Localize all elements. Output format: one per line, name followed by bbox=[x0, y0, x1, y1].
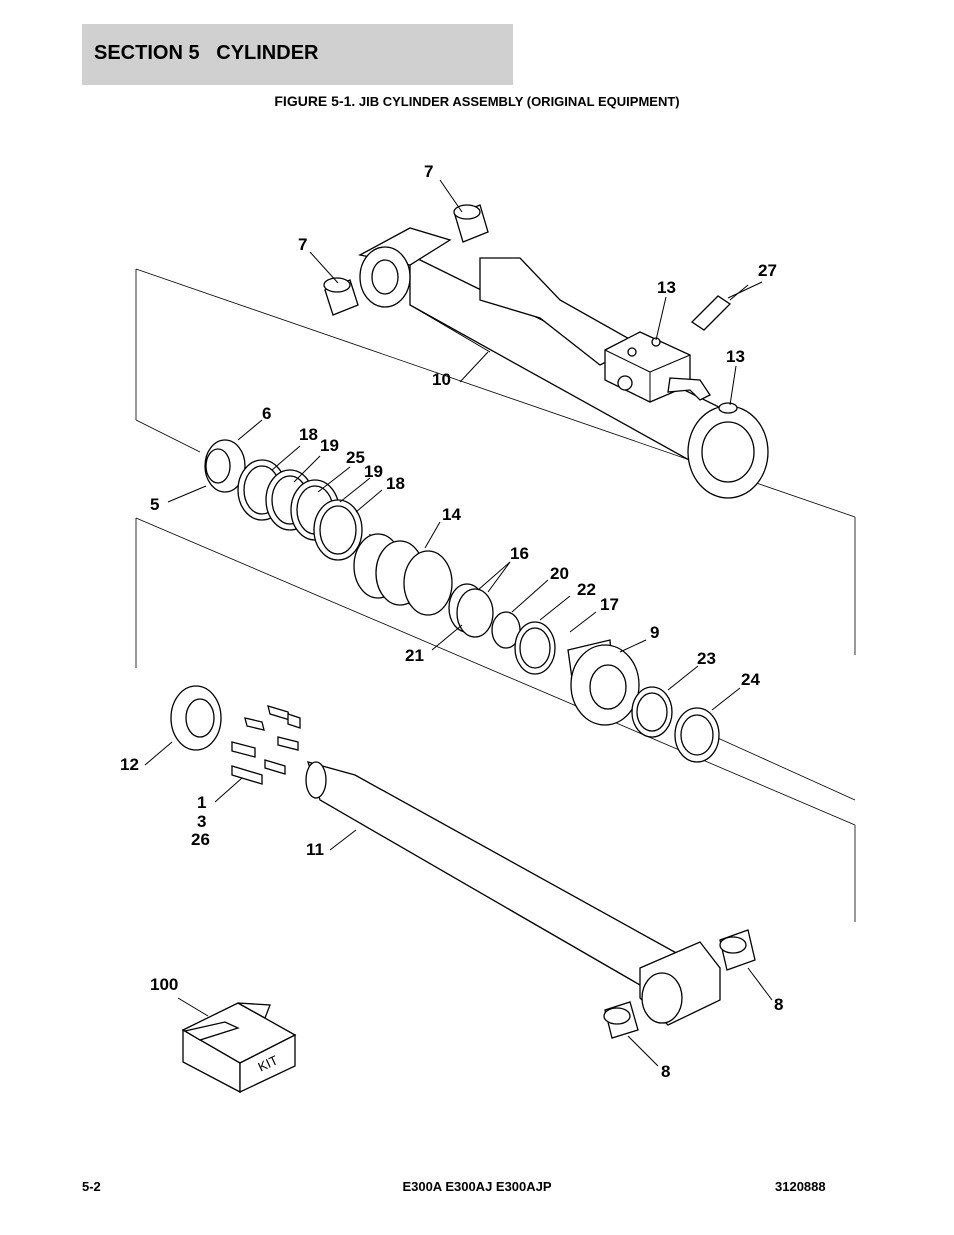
callout-18b: 18 bbox=[386, 474, 405, 493]
callout-13b: 13 bbox=[726, 347, 745, 366]
lower-projection-lines bbox=[135, 517, 856, 922]
callout-21: 21 bbox=[405, 646, 424, 665]
leader-lines bbox=[144, 179, 773, 1067]
section-title: SECTION 5 CYLINDER bbox=[94, 42, 319, 64]
footer-models: E300A E300AJ E300AJP bbox=[402, 1179, 552, 1194]
callout-7a: 7 bbox=[424, 162, 433, 181]
footer-page-number: 5-2 bbox=[82, 1179, 101, 1194]
callout-9: 9 bbox=[650, 623, 659, 642]
callout-24: 24 bbox=[741, 670, 760, 689]
callout-14: 14 bbox=[442, 505, 461, 524]
bushings-7 bbox=[323, 204, 489, 316]
callout-1: 1 bbox=[197, 793, 206, 812]
callout-22: 22 bbox=[577, 580, 596, 599]
callout-23: 23 bbox=[697, 649, 716, 668]
callout-19b: 19 bbox=[364, 462, 383, 481]
callout-25: 25 bbox=[346, 448, 365, 467]
callout-6: 6 bbox=[262, 404, 271, 423]
footer-doc-number: 3120888 bbox=[775, 1179, 826, 1194]
kit-box: KIT bbox=[181, 1002, 297, 1094]
cylinder-barrel bbox=[358, 227, 769, 499]
plate-12 bbox=[170, 685, 222, 751]
callout-17: 17 bbox=[600, 595, 619, 614]
callout-7b: 7 bbox=[298, 235, 307, 254]
rings-20-22-17 bbox=[491, 611, 556, 675]
section-header: SECTION 5 CYLINDER bbox=[82, 24, 513, 85]
figure-caption: FIGURE 5-1. JIB CYLINDER ASSEMBLY (ORIGI… bbox=[0, 93, 954, 109]
callout-10: 10 bbox=[432, 370, 451, 389]
callout-27: 27 bbox=[758, 261, 777, 280]
bushings-8 bbox=[603, 929, 756, 1039]
piston-14 bbox=[353, 533, 453, 616]
figure-title: JIB CYLINDER ASSEMBLY (ORIGINAL EQUIPMEN… bbox=[358, 94, 680, 109]
callout-13a: 13 bbox=[657, 278, 676, 297]
callout-5: 5 bbox=[150, 495, 159, 514]
rod-11 bbox=[305, 761, 721, 1026]
callout-11: 11 bbox=[306, 840, 324, 859]
bolts-1-3-26 bbox=[231, 705, 301, 785]
gland-9 bbox=[567, 639, 640, 726]
head-cap-5-6 bbox=[204, 439, 246, 493]
wiper-23-24 bbox=[631, 686, 720, 763]
callout-26: 26 bbox=[191, 830, 210, 849]
callout-19a: 19 bbox=[320, 436, 339, 455]
figure-number: FIGURE 5-1. bbox=[274, 93, 356, 109]
callout-12: 12 bbox=[120, 755, 139, 774]
callout-100: 100 bbox=[150, 975, 178, 994]
callout-8b: 8 bbox=[661, 1062, 670, 1081]
callout-3: 3 bbox=[197, 812, 206, 831]
callout-20: 20 bbox=[550, 564, 569, 583]
seal-rings bbox=[237, 459, 363, 561]
callout-18a: 18 bbox=[299, 425, 318, 444]
callout-8a: 8 bbox=[774, 995, 783, 1014]
fitting-27 bbox=[690, 284, 749, 331]
callout-labels: 7 7 27 13 13 10 6 18 19 25 19 18 5 14 16… bbox=[120, 162, 783, 1081]
piston-rings-16-21 bbox=[448, 583, 494, 638]
callout-16: 16 bbox=[510, 544, 529, 563]
